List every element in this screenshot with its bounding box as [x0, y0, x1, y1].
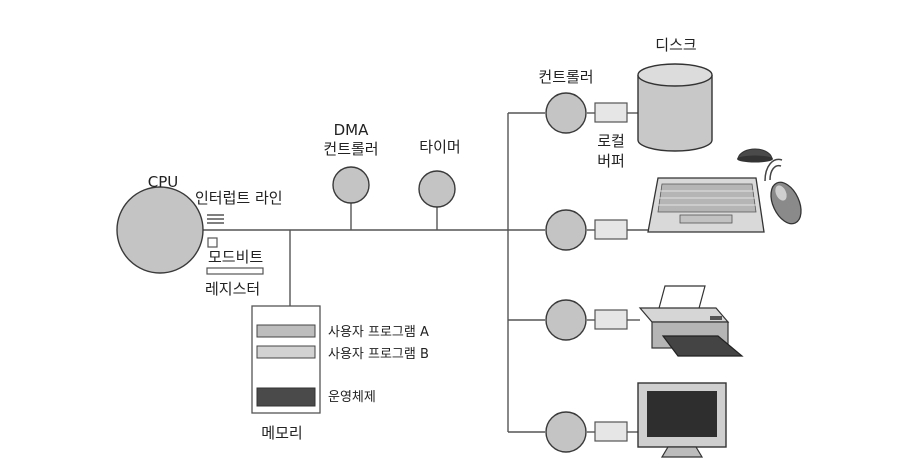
controller-label: 컨트롤러 — [538, 68, 593, 86]
dma-label-line2: 컨트롤러 — [323, 140, 378, 158]
mouse-icon — [770, 181, 802, 225]
local-buffer-keyboard — [594, 219, 628, 240]
mode-bit-label: 모드비트 — [208, 248, 263, 266]
memory: 사용자 프로그램 A 사용자 프로그램 B 운영체제 메모리 — [251, 305, 429, 442]
timer-label: 타이머 — [419, 138, 460, 156]
mode-bit-register: 모드비트 레지스터 — [205, 237, 264, 298]
system-bus — [195, 112, 648, 433]
dma-node — [332, 166, 370, 204]
dma-controller: DMA 컨트롤러 — [323, 121, 379, 204]
keyboard-icon — [647, 148, 783, 233]
disk-cylinder-icon: 디스크 — [637, 36, 713, 152]
interrupt-line-label: 인터럽트 라인 — [195, 189, 283, 207]
keyboard-controller-node — [545, 209, 587, 251]
user-program-a-label: 사용자 프로그램 A — [328, 325, 429, 340]
memory-label: 메모리 — [261, 424, 302, 442]
cpu-label: CPU — [148, 173, 179, 191]
disk-controller-node — [545, 92, 587, 134]
monitor-controller-node — [545, 411, 587, 453]
register-box — [206, 267, 264, 275]
operating-system-block — [256, 387, 316, 407]
user-program-b-label: 사용자 프로그램 B — [328, 347, 429, 362]
local-buffer-label-line2: 버퍼 — [597, 152, 625, 170]
timer-node — [418, 170, 456, 208]
interrupt-line: 인터럽트 라인 — [195, 189, 283, 224]
operating-system-label: 운영체제 — [328, 390, 376, 405]
local-buffer-disk — [594, 102, 628, 123]
cpu: CPU — [116, 173, 204, 274]
user-program-b-block — [256, 345, 316, 359]
dma-label-line1: DMA — [334, 121, 369, 139]
disk-label: 디스크 — [655, 36, 696, 54]
local-buffer-label-line1: 로컬 — [597, 132, 625, 150]
user-program-a-block — [256, 324, 316, 338]
register-label: 레지스터 — [205, 280, 260, 298]
mode-bit-box — [207, 237, 218, 248]
local-buffer-printer — [594, 309, 628, 330]
local-buffer-monitor — [594, 421, 628, 442]
printer-controller-node — [545, 299, 587, 341]
printer-icon — [638, 285, 744, 357]
monitor-icon — [637, 382, 727, 458]
timer: 타이머 — [418, 138, 461, 208]
cpu-node — [116, 186, 204, 274]
